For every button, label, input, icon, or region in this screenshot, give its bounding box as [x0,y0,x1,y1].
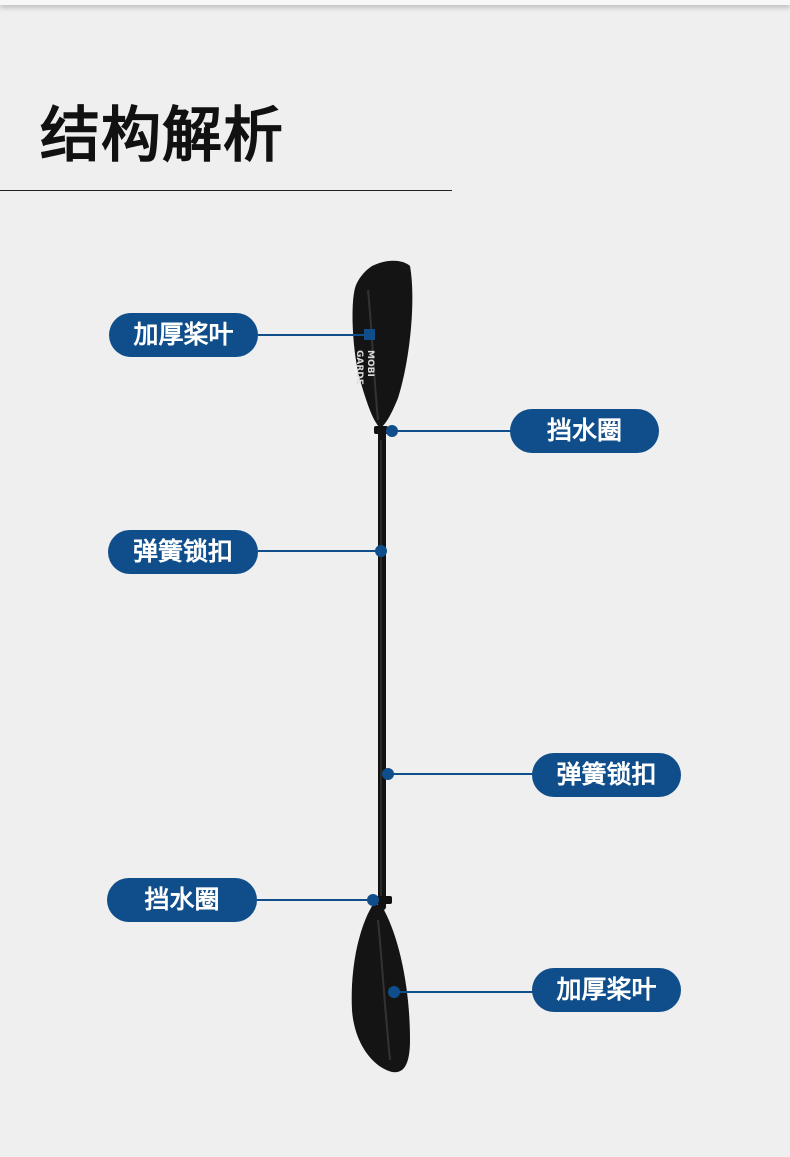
lower-blade [351,904,410,1073]
callout-marker-spring-lock-lower [382,768,394,780]
callout-label-drip-ring-upper: 挡水圈 [510,409,659,453]
callout-marker-thick-blade-lower [388,986,400,998]
callout-line-thick-blade-upper [258,334,366,336]
callout-label-spring-lock-upper: 弹簧锁扣 [108,530,258,574]
callout-marker-thick-blade-upper [364,329,375,340]
page-title: 结构解析 [40,101,284,171]
callout-line-drip-ring-upper [392,430,512,432]
title-underline [0,190,452,191]
brand-text-line2: GARDE [354,350,364,385]
callout-label-thick-blade-lower: 加厚桨叶 [532,968,681,1012]
callout-line-thick-blade-lower [398,991,534,993]
callout-label-spring-lock-lower: 弹簧锁扣 [532,753,681,797]
upper-blade-highlight [367,289,379,421]
lower-blade-highlight [377,919,391,1061]
callout-line-spring-lock-lower [392,773,534,775]
brand-text-line1: MOBI [365,350,375,377]
callout-marker-spring-lock-upper [375,545,387,557]
callout-label-drip-ring-lower: 挡水圈 [107,878,257,922]
top-divider-strip [0,0,790,5]
callout-marker-drip-ring-lower [367,894,379,906]
paddle-shaft [378,430,386,910]
callout-marker-drip-ring-upper [386,425,398,437]
callout-line-drip-ring-lower [257,899,369,901]
callout-label-thick-blade-upper: 加厚桨叶 [109,313,258,357]
upper-blade [352,260,413,428]
callout-line-spring-lock-upper [258,550,378,552]
